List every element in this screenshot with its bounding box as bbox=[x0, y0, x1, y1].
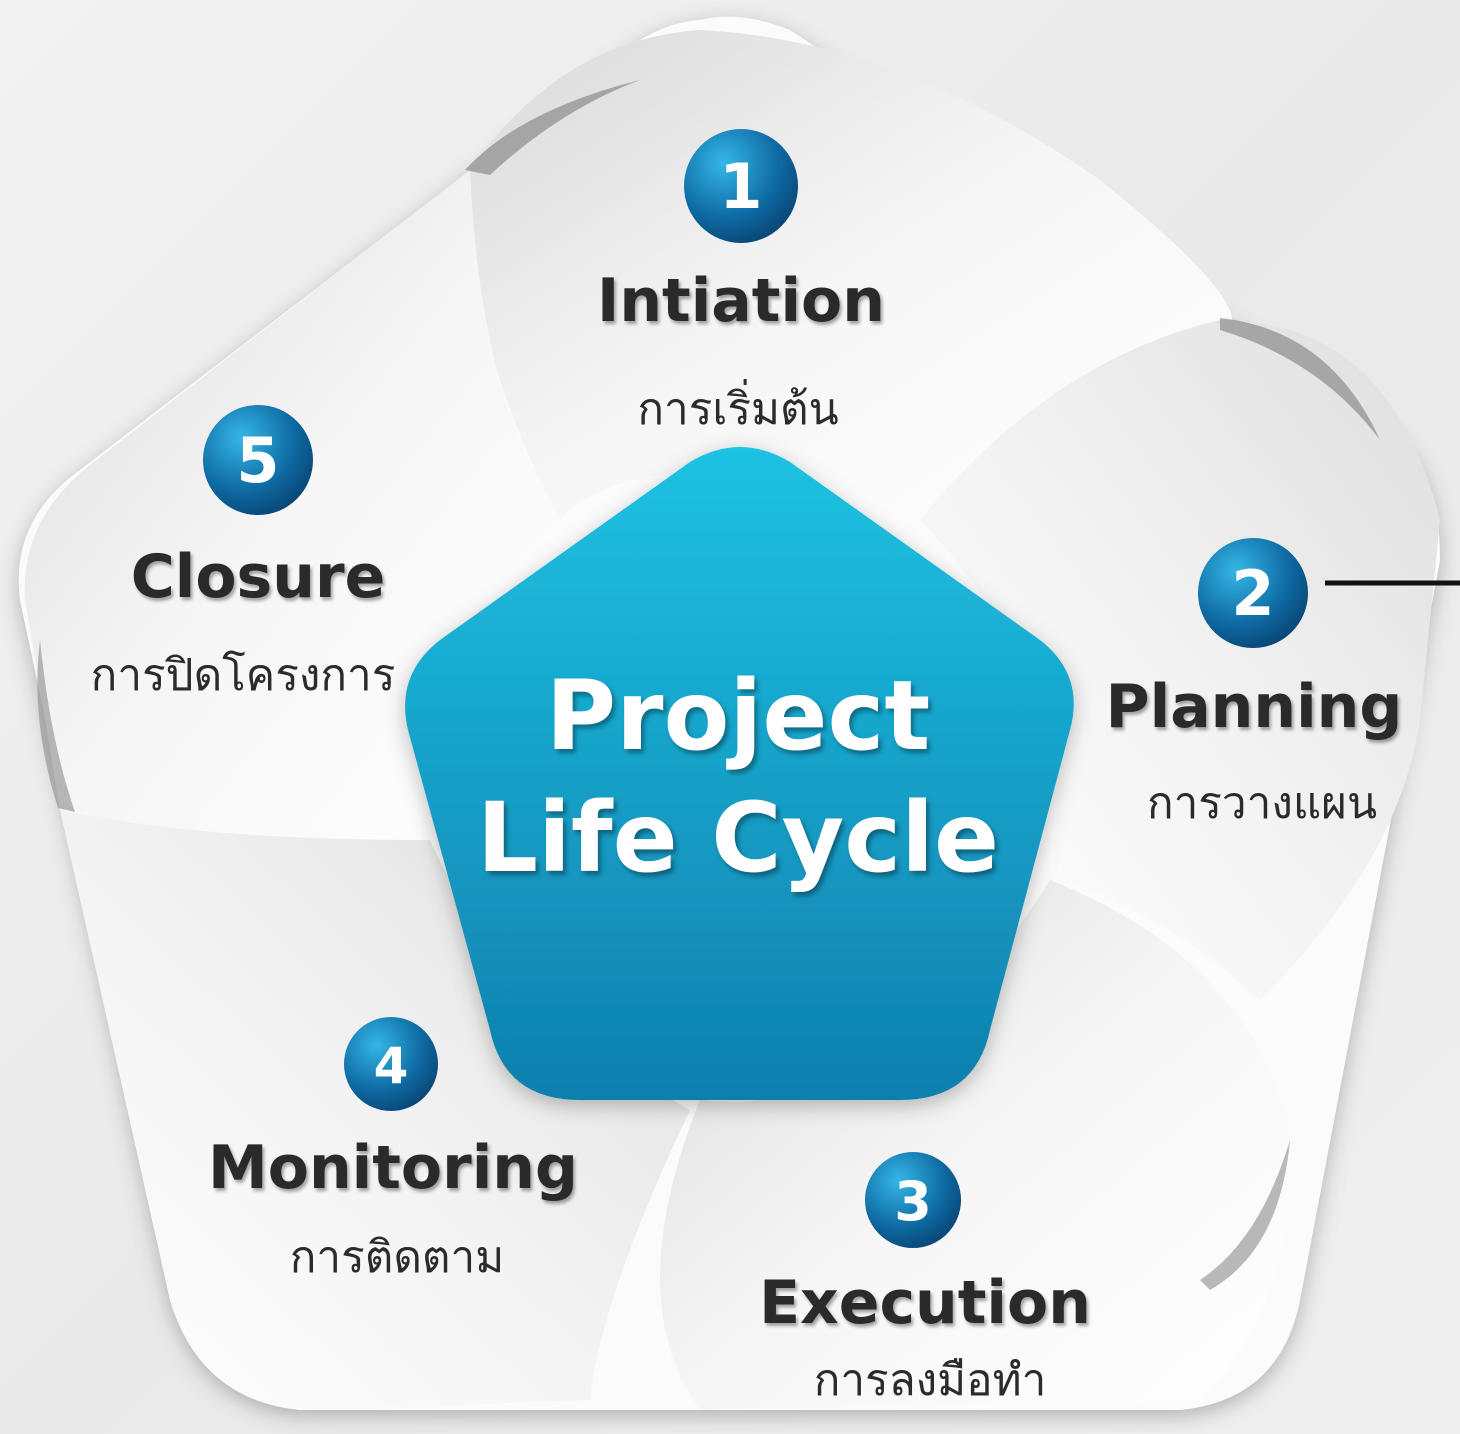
badge-2-number: 2 bbox=[1231, 557, 1274, 630]
fold-shadow-right bbox=[1220, 318, 1380, 440]
badge-4-number: 4 bbox=[374, 1037, 409, 1095]
petal-monitoring bbox=[60, 810, 690, 1410]
center-title-line-2: Life Cycle bbox=[476, 782, 1000, 894]
center-pentagon bbox=[405, 447, 1074, 1100]
fold-shadow-top bbox=[465, 80, 640, 175]
phase-3-subtitle: การลงมือทำ bbox=[813, 1355, 1047, 1406]
phase-5-subtitle: การปิดโครงการ bbox=[90, 650, 396, 701]
phase-4-title: Monitoring bbox=[208, 1133, 578, 1203]
petal-execution bbox=[660, 880, 1291, 1410]
fold-shadow-bottom bbox=[1200, 1140, 1290, 1290]
phase-5-title: Closure bbox=[130, 542, 386, 612]
phase-3-title: Execution bbox=[759, 1268, 1091, 1338]
badge-2: 2 bbox=[1198, 538, 1308, 648]
phase-2-title: Planning bbox=[1105, 672, 1403, 742]
badge-5-number: 5 bbox=[236, 424, 279, 497]
phase-4-subtitle: การติดตาม bbox=[289, 1232, 505, 1283]
badge-3: 3 bbox=[865, 1152, 961, 1248]
badge-5: 5 bbox=[203, 405, 313, 515]
petal-initiation bbox=[469, 30, 1233, 520]
phase-1-title: Intiation bbox=[597, 266, 885, 336]
badge-4: 4 bbox=[344, 1017, 438, 1111]
center-title-line-1: Project bbox=[545, 660, 931, 772]
badge-1: 1 bbox=[684, 129, 798, 243]
phase-2-subtitle: การวางแผน bbox=[1146, 778, 1378, 829]
badge-1-number: 1 bbox=[719, 150, 762, 223]
phase-1-subtitle: การเริ่มต้น bbox=[637, 384, 839, 435]
fold-shadow-left bbox=[37, 640, 75, 812]
badge-3-number: 3 bbox=[894, 1170, 932, 1233]
petal-planning bbox=[920, 320, 1440, 1000]
